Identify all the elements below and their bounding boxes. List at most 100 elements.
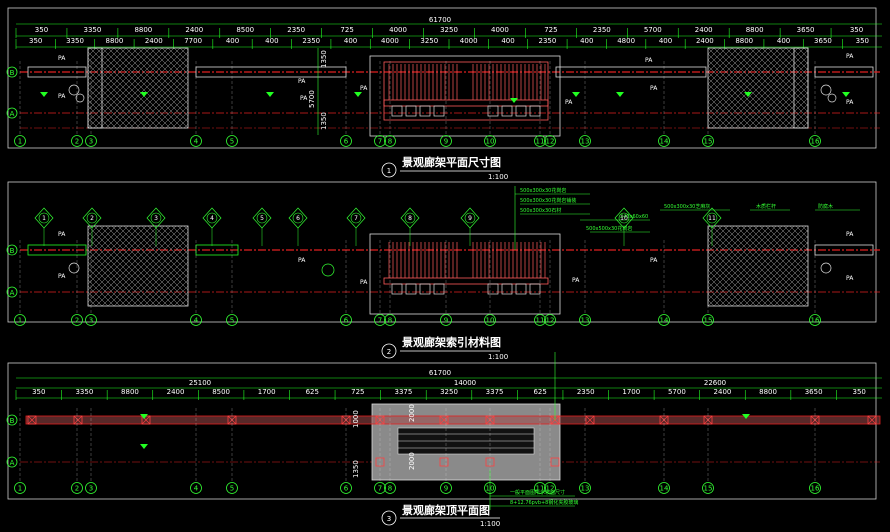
grid-label: 7 bbox=[378, 317, 382, 325]
grid-label: 6 bbox=[344, 138, 349, 146]
dimension-text: 3350 bbox=[66, 37, 84, 45]
grid-label: 9 bbox=[444, 485, 448, 493]
dimension-text: 400 bbox=[344, 37, 357, 45]
dimension-text: 725 bbox=[351, 388, 364, 396]
grid-label: 12 bbox=[546, 317, 555, 325]
grid-label: 14 bbox=[660, 317, 669, 325]
dimension-text: 2400 bbox=[695, 26, 713, 34]
grid-bubble bbox=[658, 482, 670, 494]
dimension-text: 400 bbox=[659, 37, 672, 45]
dimension-text: 725 bbox=[340, 26, 353, 34]
dimension-text: 8800 bbox=[121, 388, 139, 396]
dimension-text: 350 bbox=[32, 388, 45, 396]
grid-bubble bbox=[384, 314, 396, 326]
grid-bubble bbox=[190, 314, 202, 326]
dimension-text: 625 bbox=[533, 388, 546, 396]
bench-seat bbox=[487, 283, 499, 295]
bench-seat bbox=[529, 105, 541, 117]
dimension-text: 3350 bbox=[83, 26, 101, 34]
dimension-text: 4000 bbox=[460, 37, 478, 45]
svg-text:PA: PA bbox=[58, 273, 66, 280]
grid-bubble bbox=[14, 314, 26, 326]
bench-seat bbox=[391, 283, 403, 295]
dimension-text: 8500 bbox=[212, 388, 230, 396]
dimension-text: 1700 bbox=[622, 388, 640, 396]
post-marker bbox=[439, 457, 449, 467]
grid-label: 11 bbox=[536, 485, 545, 493]
plan-2-index: B A 500x300x30花岗岩 500x300x30花岗岩铺装 500x30… bbox=[6, 181, 880, 361]
grid-bubble bbox=[702, 314, 714, 326]
dimension-text: 4000 bbox=[389, 26, 407, 34]
callout-number: 8 bbox=[408, 215, 412, 222]
dimension-text: 2400 bbox=[185, 26, 203, 34]
dimension-text: 625 bbox=[306, 388, 319, 396]
dimension-text: 3250 bbox=[440, 26, 458, 34]
post-marker bbox=[27, 415, 37, 425]
grid-bubble bbox=[384, 135, 396, 147]
svg-text:B: B bbox=[10, 69, 15, 77]
grid-bubble bbox=[809, 314, 821, 326]
grid-bubble bbox=[340, 314, 352, 326]
svg-text:PA: PA bbox=[650, 257, 658, 264]
grid-bubble bbox=[544, 314, 556, 326]
grid-bubble bbox=[534, 135, 546, 147]
bench-seat bbox=[405, 105, 417, 117]
dimension-text: 2400 bbox=[167, 388, 185, 396]
grid-bubble bbox=[534, 482, 546, 494]
svg-text:景观廊架顶平面图: 景观廊架顶平面图 bbox=[401, 503, 490, 517]
grid-label: 15 bbox=[704, 138, 713, 146]
grid-label: 3 bbox=[89, 485, 93, 493]
grid-label: 7 bbox=[378, 138, 382, 146]
grid-label: 4 bbox=[194, 138, 199, 146]
bench-seat bbox=[487, 105, 499, 117]
svg-text:PA: PA bbox=[565, 99, 573, 106]
grid-label: 12 bbox=[546, 138, 555, 146]
svg-text:500x300x30芝麻灰: 500x300x30芝麻灰 bbox=[664, 203, 710, 210]
dimension-text: 2350 bbox=[302, 37, 320, 45]
grid-label: 8 bbox=[388, 485, 392, 493]
grid-label: 16 bbox=[811, 317, 820, 325]
grid-bubble bbox=[85, 314, 97, 326]
grid-bubble bbox=[384, 482, 396, 494]
grid-bubble bbox=[484, 135, 496, 147]
svg-text:PA: PA bbox=[360, 85, 368, 92]
svg-text:A: A bbox=[10, 110, 15, 118]
dimension-text: 8800 bbox=[746, 26, 764, 34]
post-marker bbox=[73, 415, 83, 425]
grid-label: 15 bbox=[704, 317, 713, 325]
svg-text:500x300x30花岗岩铺装: 500x300x30花岗岩铺装 bbox=[520, 197, 576, 204]
dimension-text: 350 bbox=[850, 26, 863, 34]
plan-2-title: 2 景观廊架索引材料图 1:100 bbox=[381, 335, 508, 361]
grid-bubble bbox=[85, 135, 97, 147]
grid-bubble bbox=[190, 482, 202, 494]
svg-text:2000: 2000 bbox=[408, 404, 416, 422]
bench-seat bbox=[433, 283, 445, 295]
grid-bubble-a: A bbox=[6, 107, 18, 119]
grid-label: 2 bbox=[75, 485, 79, 493]
grid-label: 7 bbox=[378, 485, 382, 493]
svg-text:1350: 1350 bbox=[352, 460, 360, 478]
dimension-text: 5700 bbox=[644, 26, 662, 34]
grid-bubble bbox=[71, 482, 83, 494]
post-marker bbox=[867, 415, 877, 425]
dimension-text: 3650 bbox=[814, 37, 832, 45]
grid-bubble bbox=[579, 482, 591, 494]
bench-seat bbox=[419, 105, 431, 117]
grid-bubble bbox=[544, 135, 556, 147]
grid-bubble bbox=[340, 482, 352, 494]
grid-label: 16 bbox=[811, 485, 820, 493]
dimension-text: 2350 bbox=[593, 26, 611, 34]
svg-text:25100: 25100 bbox=[189, 379, 211, 387]
bench-seat bbox=[515, 283, 527, 295]
callout-number: 7 bbox=[354, 215, 358, 222]
svg-text:PA: PA bbox=[58, 93, 66, 100]
svg-text:木质栏杆: 木质栏杆 bbox=[756, 203, 776, 210]
dimension-text: 3250 bbox=[440, 388, 458, 396]
svg-text:PA: PA bbox=[298, 257, 306, 264]
grid-label: 3 bbox=[89, 317, 93, 325]
plan-1-vert-dim: 5700 bbox=[308, 90, 316, 108]
svg-text:PA: PA bbox=[846, 99, 854, 106]
grid-bubble bbox=[579, 135, 591, 147]
